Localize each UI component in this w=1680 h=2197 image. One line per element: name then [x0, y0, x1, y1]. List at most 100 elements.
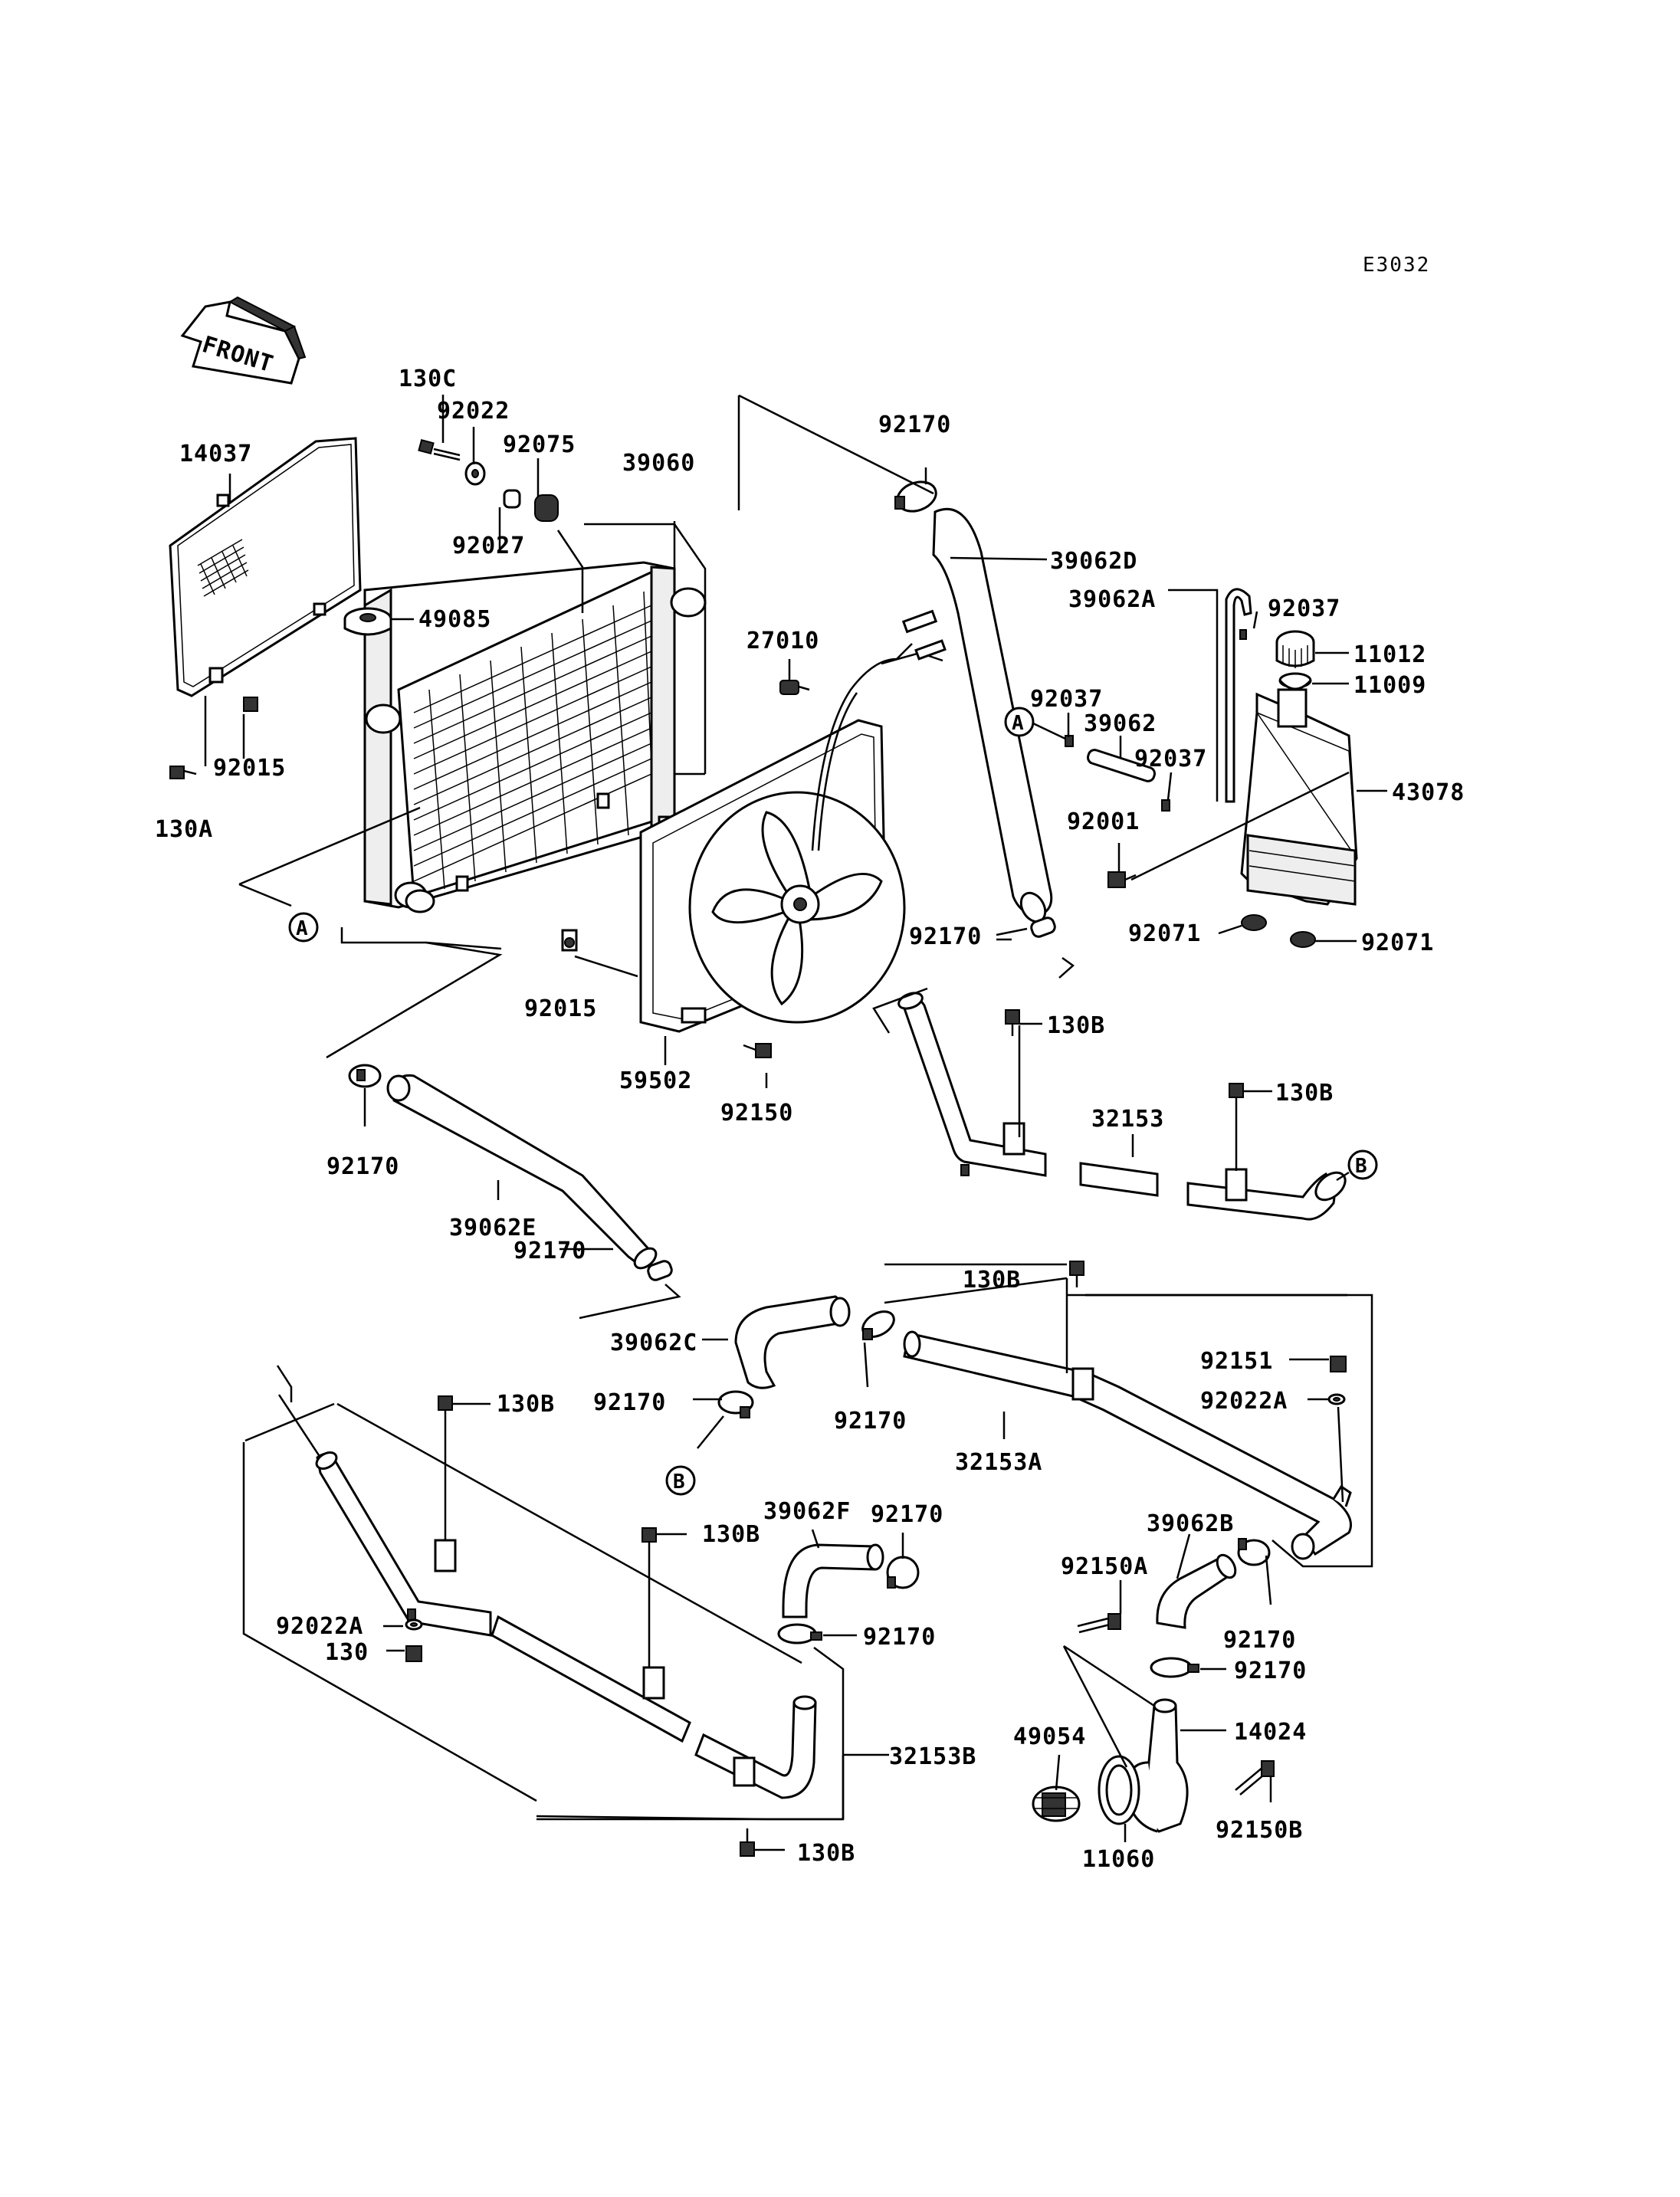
bolt-92150: [743, 1043, 772, 1058]
label-39062e: 39062E: [449, 1215, 536, 1241]
label-92022: 92022: [437, 398, 510, 425]
clip-92015-right: [561, 929, 578, 952]
diagram-reference-code: E3032: [1363, 254, 1430, 277]
clip-92037-b: [1065, 735, 1074, 747]
connector-b-lower: B: [665, 1465, 696, 1496]
bolt-130b-right-a: [1005, 1009, 1020, 1036]
label-92170-j: 92170: [1234, 1658, 1307, 1684]
hose-39062c: [734, 1295, 851, 1389]
label-92001: 92001: [1067, 808, 1140, 835]
bolt-92151: [1330, 1356, 1347, 1372]
label-92150a: 92150A: [1061, 1553, 1148, 1580]
clamp-92170-f-bottom: [777, 1623, 822, 1644]
clamp-92170-b-top: [1237, 1538, 1271, 1566]
reservoir-cap-gasket: [1278, 672, 1312, 690]
label-92170-c: 92170: [326, 1153, 399, 1180]
label-92071-a: 92071: [1128, 920, 1201, 947]
pipe-32153a: [903, 1330, 1352, 1560]
clip-92037-a: [1239, 629, 1247, 640]
label-39062d: 39062D: [1050, 548, 1137, 575]
screen-mesh-patch: [197, 539, 249, 597]
label-92037-a: 92037: [1268, 595, 1340, 622]
label-11012: 11012: [1354, 641, 1426, 668]
label-39060: 39060: [622, 450, 695, 477]
clip-92037-c: [1161, 799, 1170, 812]
bolt-130: [405, 1645, 422, 1662]
clamp-92170-f-right: [886, 1556, 920, 1589]
washer-92022a-right: [1327, 1393, 1346, 1405]
svg-text:A: A: [296, 917, 308, 940]
label-92037-c: 92037: [1134, 746, 1207, 772]
label-92071-b: 92071: [1361, 930, 1434, 956]
bolt-92001: [1107, 871, 1137, 888]
grommet-92071-a: [1241, 914, 1267, 931]
front-direction-arrow: FRONT: [180, 296, 307, 385]
label-92170-b: 92170: [909, 923, 982, 950]
label-39062b: 39062B: [1147, 1510, 1234, 1537]
svg-text:B: B: [673, 1471, 685, 1494]
fan-shroud: [639, 609, 947, 1033]
coolant-reservoir: [1225, 588, 1358, 906]
label-92170-e: 92170: [593, 1389, 666, 1416]
label-92170-f: 92170: [834, 1408, 907, 1435]
label-92151: 92151: [1200, 1348, 1273, 1375]
label-11009: 11009: [1354, 672, 1426, 699]
label-92170-h: 92170: [1223, 1627, 1296, 1654]
connector-b-right: B: [1347, 1149, 1378, 1180]
label-92150: 92150: [720, 1100, 793, 1126]
label-130b-e: 130B: [702, 1521, 760, 1548]
label-92027: 92027: [452, 533, 525, 559]
label-92170-d: 92170: [514, 1238, 586, 1264]
hose-39062f: [782, 1543, 884, 1618]
bolt-130c: [418, 438, 461, 461]
label-27010: 27010: [746, 628, 819, 654]
bolt-130b-b-top: [438, 1395, 453, 1422]
label-130b-c: 130B: [963, 1267, 1021, 1294]
label-39062: 39062: [1084, 710, 1157, 737]
hose-39062: [1087, 749, 1156, 782]
connector-a-left: A: [288, 912, 319, 943]
connector-a-right: A: [1004, 707, 1035, 737]
label-130: 130: [325, 1639, 369, 1666]
label-32153b: 32153B: [889, 1743, 976, 1770]
clamp-92170-b-bottom: [1150, 1657, 1199, 1678]
clamp-92170-e-bottom: [647, 1260, 673, 1281]
label-32153a: 32153A: [955, 1449, 1042, 1476]
label-130b-f: 130B: [797, 1840, 855, 1867]
thermostat-49054: [1032, 1785, 1081, 1822]
bolt-130b-pipe-a: [1069, 1261, 1084, 1287]
label-39062c: 39062C: [610, 1330, 697, 1356]
label-130b-a: 130B: [1047, 1012, 1105, 1039]
label-130b-b: 130B: [1275, 1080, 1334, 1107]
label-49085: 49085: [418, 606, 491, 633]
label-11060: 11060: [1082, 1846, 1155, 1873]
label-92150b: 92150B: [1216, 1817, 1303, 1844]
clip-92015-left: [243, 697, 258, 712]
label-14024: 14024: [1234, 1719, 1307, 1746]
clamp-92170-top: [894, 480, 937, 513]
collar-92027: [503, 489, 521, 509]
thermostat-housing-14024: [1125, 1698, 1189, 1833]
reservoir-cap: [1275, 630, 1315, 668]
hose-39062b: [1156, 1553, 1237, 1629]
label-92022a-right: 92022A: [1200, 1388, 1288, 1415]
label-92170-g: 92170: [871, 1501, 943, 1528]
label-130a: 130A: [155, 816, 213, 843]
radiator: [363, 561, 707, 913]
label-92015-left: 92015: [213, 755, 286, 782]
bolt-92150a: [1077, 1613, 1121, 1634]
radiator-core-mesh: [413, 591, 652, 890]
label-43078: 43078: [1392, 779, 1465, 806]
label-39062a: 39062A: [1068, 586, 1156, 613]
label-130b-d: 130B: [497, 1391, 555, 1418]
svg-text:B: B: [1355, 1155, 1367, 1178]
label-49054: 49054: [1013, 1723, 1086, 1750]
label-59502: 59502: [619, 1067, 692, 1094]
washer-92022a-left: [405, 1618, 423, 1631]
label-92015-right: 92015: [524, 995, 597, 1022]
pipe-32153-assembly: [897, 992, 1347, 1221]
pipe-32153b: [315, 1451, 817, 1799]
leader-lines: [204, 394, 1387, 1851]
hose-39062e: [386, 1074, 658, 1270]
bolt-130b-b-bottom: [740, 1828, 755, 1857]
